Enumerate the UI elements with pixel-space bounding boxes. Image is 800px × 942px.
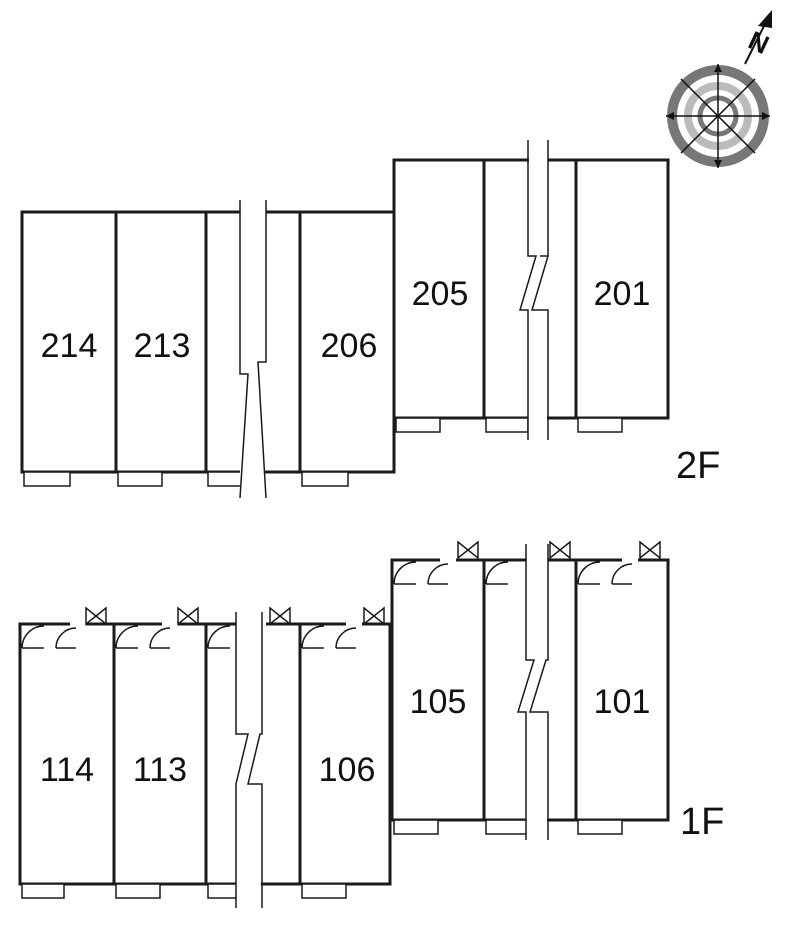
unit-101-label: 101 (594, 683, 651, 721)
unit-214-label: 214 (41, 327, 98, 365)
unit-205-label: 205 (412, 275, 469, 313)
unit-114-label: 114 (40, 751, 94, 789)
unit-213-label: 213 (134, 327, 191, 365)
floor-1f-label: 1F (680, 801, 724, 843)
unit-206-label: 206 (321, 327, 378, 365)
compass-north-label: N (744, 25, 774, 60)
unit-113-label: 113 (133, 751, 187, 789)
floor-1f-plan (18, 540, 670, 908)
unit-106-label: 106 (319, 751, 376, 789)
floor-2f-plan (20, 140, 670, 499)
compass-rose-icon (666, 64, 770, 168)
floor-2f-label: 2F (676, 445, 720, 487)
unit-201-label: 201 (594, 275, 651, 313)
unit-105-label: 105 (410, 683, 467, 721)
north-arrow-icon (744, 10, 772, 65)
